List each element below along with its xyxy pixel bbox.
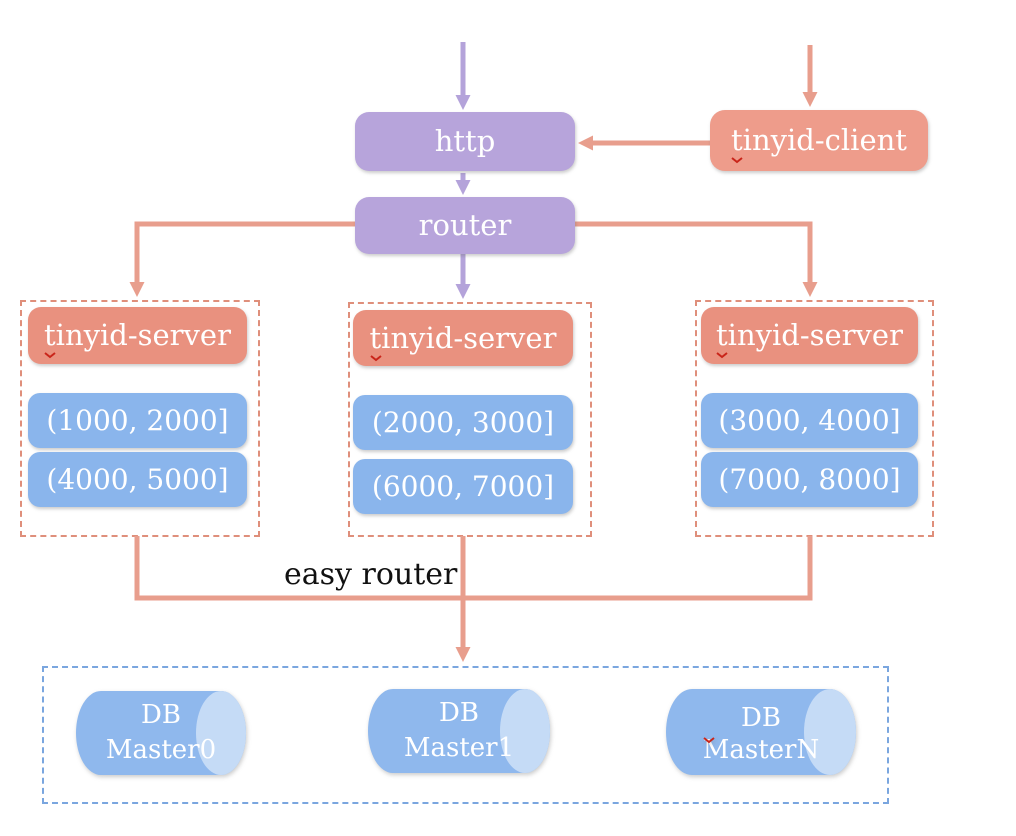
server-3-range-2: (7000, 8000] — [701, 452, 918, 507]
tinyid-server-3-label: tinyid-server — [716, 318, 903, 352]
arrow-router-to-server1 — [129, 221, 460, 297]
tinyid-client-label: tinyid-client — [731, 123, 907, 157]
spellcheck-mark-icon — [369, 354, 382, 361]
db-group — [42, 666, 889, 804]
router-node: router — [355, 197, 575, 254]
db-instance: Master0 — [105, 735, 217, 765]
db-name: DB — [439, 697, 479, 728]
range-label: (6000, 7000] — [371, 470, 555, 503]
tinyid-server-3-node: tinyid-server — [701, 307, 918, 364]
server-1-range-1: (1000, 2000] — [28, 393, 247, 448]
db-masterN-cylinder: DB MasterN — [665, 688, 857, 776]
http-label: http — [434, 124, 496, 158]
spellcheck-mark-icon — [44, 352, 56, 359]
db-instance: MasterN — [702, 734, 820, 765]
tinyid-server-2-node: tinyid-server — [353, 310, 573, 366]
tinyid-server-2-label: tinyid-server — [369, 320, 557, 355]
spellcheck-mark-icon — [716, 352, 728, 359]
db-name: DB — [141, 699, 181, 730]
server-group-3 — [695, 300, 934, 537]
tinyid-server-1-label: tinyid-server — [44, 318, 231, 352]
router-label: router — [418, 208, 512, 242]
spellcheck-mark-icon — [731, 157, 743, 164]
db-name: DB — [741, 703, 781, 734]
cylinder-shape — [368, 689, 550, 773]
db-master0-cylinder: DB Master0 — [75, 690, 247, 776]
line-easy-router-collector — [134, 536, 813, 601]
range-label: (1000, 2000] — [46, 404, 229, 437]
tinyid-client-node: tinyid-client — [710, 110, 928, 171]
server-2-range-1: (2000, 3000] — [353, 395, 573, 450]
server-2-range-2: (6000, 7000] — [353, 459, 573, 514]
server-1-range-2: (4000, 5000] — [28, 452, 247, 507]
server-3-range-1: (3000, 4000] — [701, 393, 918, 448]
server-group-2 — [348, 302, 592, 537]
arrow-router-to-server3 — [466, 221, 818, 297]
range-label: (7000, 8000] — [718, 463, 901, 496]
range-label: (4000, 5000] — [46, 463, 229, 496]
easy-router-label: easy router — [284, 557, 458, 592]
range-label: (2000, 3000] — [371, 406, 555, 439]
db-master1-cylinder: DB Master1 — [367, 688, 551, 774]
tinyid-server-1-node: tinyid-server — [28, 307, 247, 364]
range-label: (3000, 4000] — [718, 404, 901, 437]
db-instance: Master1 — [403, 733, 515, 763]
cylinder-shape — [76, 691, 246, 775]
spellcheck-mark-icon — [703, 736, 715, 743]
cylinder-shape — [666, 689, 856, 775]
server-group-1 — [20, 300, 260, 537]
http-node: http — [355, 112, 575, 171]
